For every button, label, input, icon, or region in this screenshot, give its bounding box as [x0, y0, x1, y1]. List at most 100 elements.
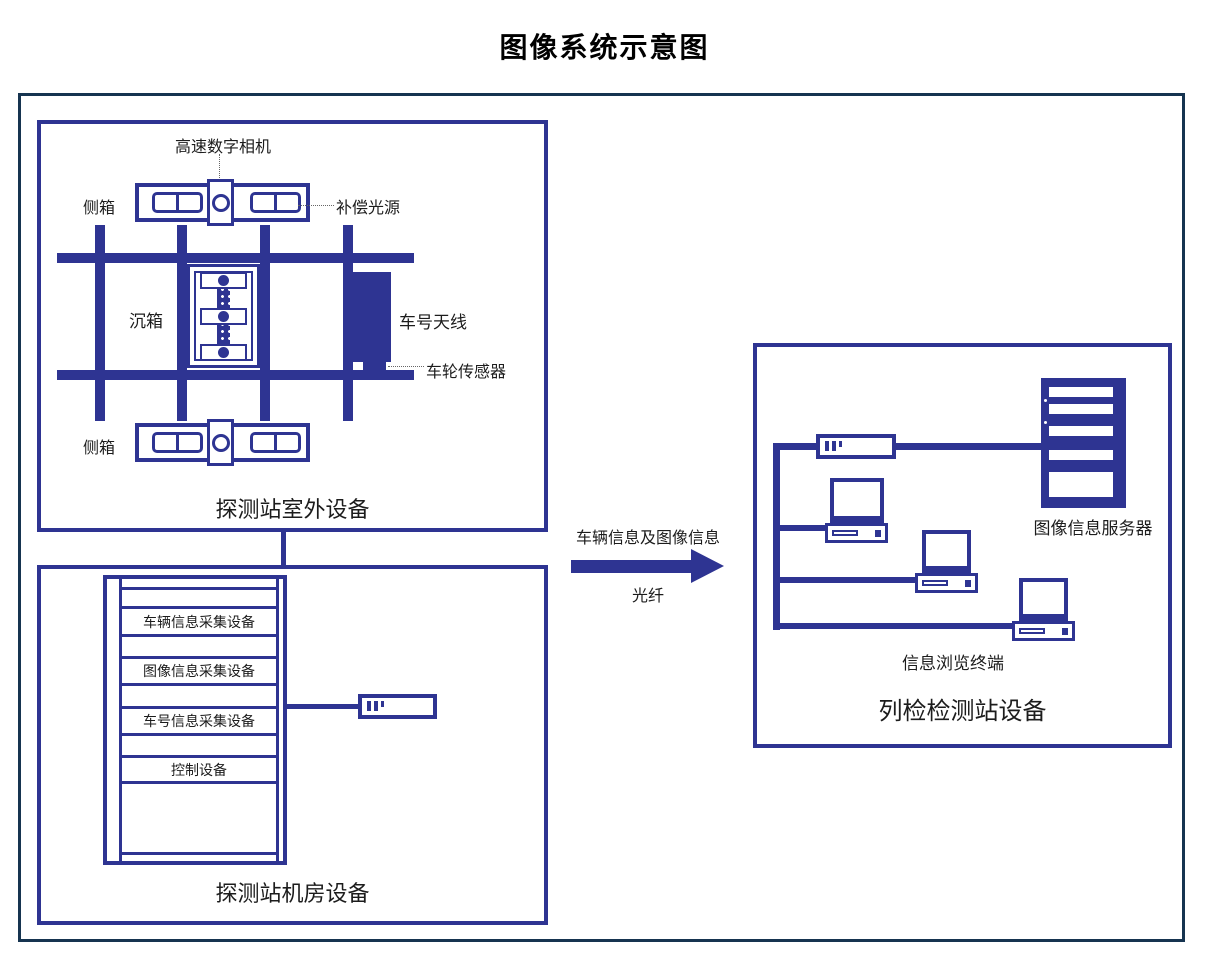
drive-slot: [832, 530, 858, 536]
rail-line-top: [57, 253, 414, 263]
switch-tick: [374, 701, 378, 711]
outdoor-box-caption: 探测站室外设备: [215, 497, 370, 522]
rack-slot-label: 车号信息采集设备: [143, 713, 255, 729]
terminal-monitor-icon: [1019, 578, 1068, 621]
terminal-monitor-icon: [922, 530, 971, 573]
switch-tick: [381, 701, 384, 707]
rack-slot-label: 控制设备: [171, 761, 227, 778]
rack-shelf-line: [122, 587, 276, 590]
image-server-label: 图像信息服务器: [1033, 519, 1153, 538]
sleeper-line: [343, 225, 353, 421]
caisson-bar: [200, 344, 247, 361]
camera-label: 高速数字相机: [174, 139, 271, 156]
box-connector-line: [281, 532, 286, 566]
switch-tick: [367, 701, 371, 711]
image-server-icon: [1041, 378, 1126, 508]
camera-housing-bottom: [207, 419, 234, 466]
bus-branch-terminal-2: [777, 577, 915, 583]
server-led: [1044, 399, 1047, 402]
caisson-bar-circle: [218, 311, 229, 322]
light-compartment-left: [152, 192, 203, 213]
machine-room-box: 车辆信息采集设备 图像信息采集设备 车号信息采集设备 控制设备 探测站机房设备: [37, 565, 548, 925]
caisson-bar: [200, 308, 247, 325]
caisson-label: 沉箱: [129, 312, 163, 331]
inspection-station-box: 图像信息服务器 信息浏览终端 列检检测站设备: [753, 343, 1172, 748]
server-slot: [1049, 426, 1113, 436]
sidebox-label-bottom: 侧箱: [83, 440, 116, 457]
wheel-sensor-label: 车轮传感器: [426, 364, 507, 381]
drive-slot: [1019, 628, 1045, 634]
server-slot: [1049, 387, 1113, 397]
terminal-base-icon: [825, 523, 888, 543]
fiber-arrow-head-icon: [691, 549, 724, 583]
antenna-label: 车号天线: [399, 313, 467, 332]
compartment-divider: [274, 195, 277, 210]
rack-switch-link-line: [287, 704, 358, 709]
rack-slot-image: 图像信息采集设备: [122, 656, 276, 686]
switch-tick: [825, 441, 829, 451]
light-compartment-right: [250, 432, 301, 453]
terminal-monitor-icon: [830, 478, 884, 523]
bus-branch-terminal-3: [777, 623, 1012, 629]
rack-rail-left: [119, 579, 122, 861]
caisson-bar-circle: [218, 347, 229, 358]
media-converter-icon: [358, 694, 437, 719]
drive-slot: [922, 580, 948, 586]
network-bus-line: [773, 443, 780, 630]
outer-frame: [18, 93, 1185, 942]
compartment-divider: [274, 435, 277, 450]
switch-server-line: [896, 443, 1041, 450]
camera-lens-icon: [211, 433, 230, 452]
rack-slot-label: 车辆信息采集设备: [143, 613, 255, 630]
outdoor-equipment-box: 高速数字相机 侧箱 补偿光源 沉箱 车号天线: [37, 120, 548, 532]
power-button: [965, 580, 971, 587]
equipment-rack: 车辆信息采集设备 图像信息采集设备 车号信息采集设备 控制设备: [103, 575, 287, 865]
server-led: [1044, 421, 1047, 424]
switch-tick: [832, 441, 836, 451]
rack-slot-vehicle: 车辆信息采集设备: [122, 606, 276, 637]
rack-slot-carnumber: 车号信息采集设备: [122, 706, 276, 736]
caisson-bar: [200, 272, 247, 289]
camera-lens-icon: [211, 193, 230, 212]
rail-line-bottom: [57, 370, 414, 380]
wheel-sensor-pointer-line: [388, 366, 424, 367]
inspection-box-caption: 列检检测站设备: [878, 698, 1047, 725]
sleeper-line: [177, 225, 187, 421]
link-top-label: 车辆信息及图像信息: [575, 530, 720, 547]
link-bottom-label: 光纤: [631, 588, 664, 605]
power-button: [1062, 628, 1068, 635]
light-source-label: 补偿光源: [336, 200, 401, 217]
power-button: [875, 530, 881, 537]
sleeper-line: [260, 225, 270, 421]
wheel-sensor-icon: [363, 362, 386, 371]
fiber-arrow-shaft: [571, 560, 691, 573]
sleeper-line: [95, 225, 105, 421]
antenna-icon: [352, 272, 391, 362]
switch-tick: [839, 441, 842, 447]
caisson-box: [187, 264, 260, 368]
light-compartment-left: [152, 432, 203, 453]
terminals-label: 信息浏览终端: [902, 654, 1004, 673]
rack-shelf-line: [122, 852, 276, 855]
sidebox-label-top: 侧箱: [83, 200, 116, 217]
compartment-divider: [176, 435, 179, 450]
rack-slot-label: 图像信息采集设备: [143, 663, 255, 679]
server-slot: [1049, 450, 1113, 460]
light-compartment-right: [250, 192, 301, 213]
machine-room-caption: 探测站机房设备: [215, 881, 370, 906]
camera-housing-top: [207, 179, 234, 226]
server-slot: [1049, 472, 1113, 497]
bus-branch-terminal-1: [777, 525, 825, 531]
light-source-pointer-line: [298, 205, 334, 206]
diagram-title: 图像系统示意图: [499, 32, 710, 63]
rack-rail-right: [276, 579, 279, 861]
terminal-base-icon: [1012, 621, 1075, 641]
caisson-bar-circle: [218, 275, 229, 286]
server-slot: [1049, 404, 1113, 414]
terminal-base-icon: [915, 573, 978, 593]
rack-slot-control: 控制设备: [122, 755, 276, 784]
network-switch-icon: [816, 434, 896, 459]
camera-pointer-line: [219, 154, 220, 180]
bus-branch-switch: [777, 443, 820, 450]
